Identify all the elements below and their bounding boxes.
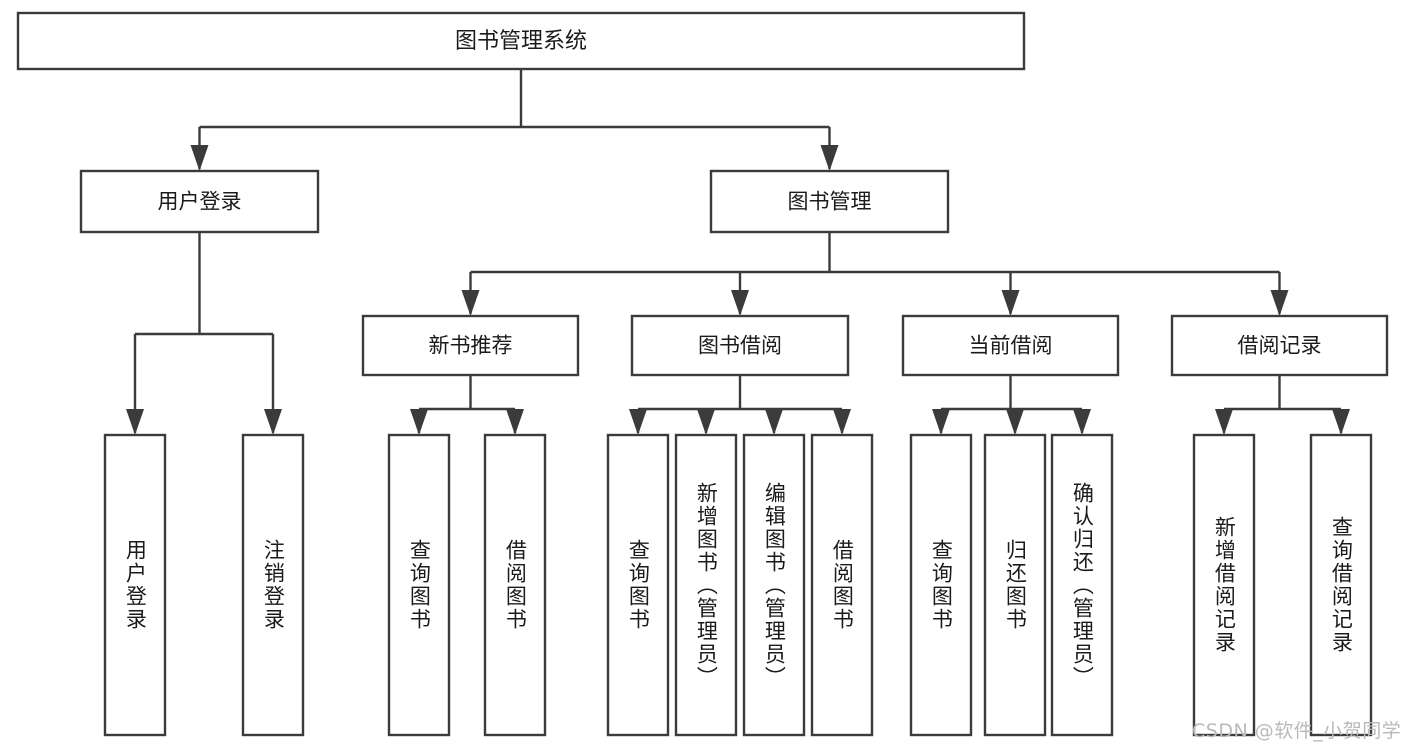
- node-leaf-query-book-borrow[interactable]: [606, 433, 670, 737]
- conn-user-login-arrow-1: [264, 409, 282, 435]
- node-leaf-logout-login[interactable]: [241, 433, 305, 737]
- conn-book-borrow-arrow-3: [833, 409, 851, 435]
- node-new-book-recommend-label: 新书推荐: [429, 334, 513, 358]
- node-leaf-query-book-current[interactable]: [909, 433, 973, 737]
- node-book-management[interactable]: [709, 169, 950, 234]
- conn-current-borrow-arrow-0: [932, 409, 950, 435]
- csdn-watermark: CSDN @软件_小贺同学: [1192, 720, 1402, 742]
- conn-book-management-arrow-0: [461, 290, 480, 316]
- conn-new-book-recommend-arrow-0: [410, 409, 428, 435]
- node-leaf-confirm-return[interactable]: [1050, 433, 1114, 737]
- node-leaf-query-borrow-record[interactable]: [1309, 433, 1373, 737]
- conn-book-management-arrow-3: [1270, 290, 1289, 316]
- connector-layer: [126, 69, 1350, 435]
- conn-current-borrow-arrow-1: [1006, 409, 1024, 435]
- node-user-login[interactable]: [79, 169, 320, 234]
- node-leaf-query-book-new[interactable]: [387, 433, 451, 737]
- node-leaf-borrow-book-new[interactable]: [483, 433, 547, 737]
- node-leaf-add-borrow-record[interactable]: [1192, 433, 1256, 737]
- node-borrow-record-label: 借阅记录: [1238, 334, 1322, 358]
- node-borrow-record[interactable]: [1170, 314, 1389, 377]
- conn-borrow-record-arrow-0: [1215, 409, 1233, 435]
- node-leaf-return-book[interactable]: [983, 433, 1047, 737]
- node-leaf-add-book[interactable]: [674, 433, 738, 737]
- conn-root-arrow-0: [190, 145, 209, 171]
- node-root-label: 图书管理系统: [455, 29, 587, 54]
- conn-book-management-arrow-1: [731, 290, 749, 316]
- conn-user-login-arrow-0: [126, 409, 144, 435]
- node-book-borrow-label: 图书借阅: [698, 334, 782, 358]
- conn-new-book-recommend-arrow-1: [506, 409, 524, 435]
- conn-book-borrow-arrow-0: [629, 409, 647, 435]
- node-new-book-recommend[interactable]: [361, 314, 580, 377]
- conn-current-borrow-arrow-2: [1073, 409, 1091, 435]
- node-current-borrow[interactable]: [901, 314, 1120, 377]
- node-leaf-edit-book[interactable]: [742, 433, 806, 737]
- node-root[interactable]: [16, 11, 1026, 71]
- node-user-login-label: 用户登录: [158, 190, 242, 214]
- node-leaf-borrow-book[interactable]: [810, 433, 874, 737]
- conn-borrow-record-arrow-1: [1332, 409, 1350, 435]
- conn-book-management-arrow-2: [1001, 290, 1020, 316]
- node-box-layer: [16, 11, 1389, 737]
- conn-book-borrow-arrow-1: [697, 409, 715, 435]
- conn-book-borrow-arrow-2: [765, 409, 783, 435]
- conn-root-arrow-1: [820, 145, 839, 171]
- node-book-borrow[interactable]: [630, 314, 850, 377]
- node-leaf-user-login[interactable]: [103, 433, 167, 737]
- node-book-management-label: 图书管理: [788, 190, 872, 214]
- node-current-borrow-label: 当前借阅: [969, 334, 1053, 358]
